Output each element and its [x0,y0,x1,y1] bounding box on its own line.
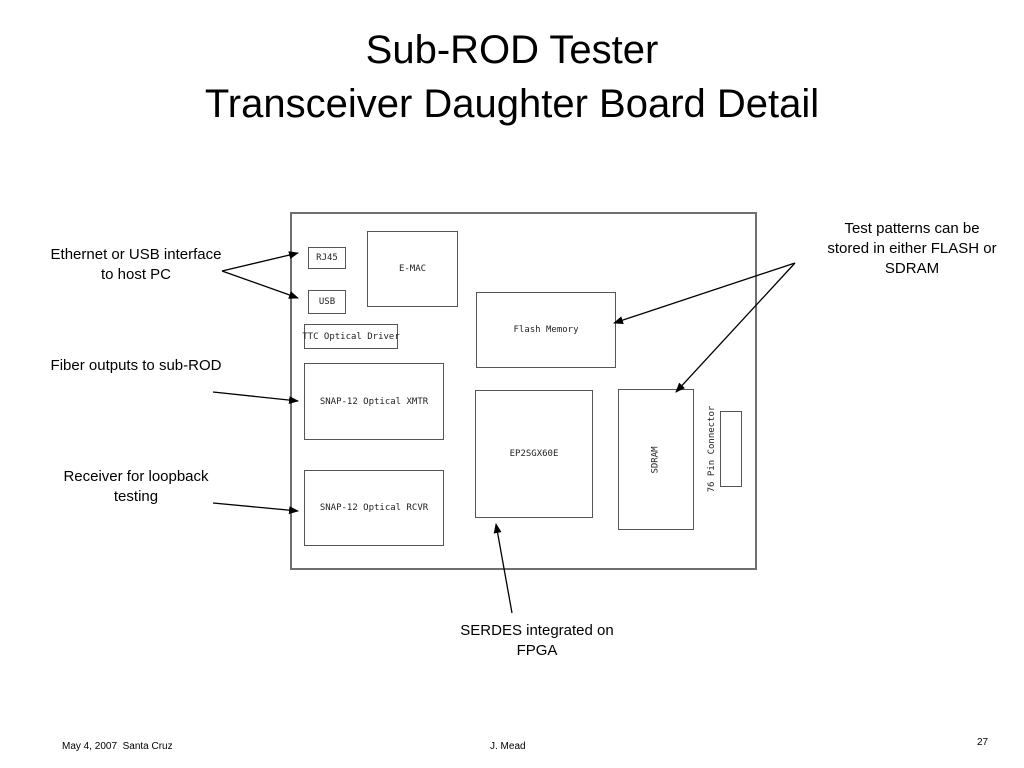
test-patterns-line-2: stored in either FLASH or [827,240,997,257]
xmtr-label: SNAP-12 Optical XMTR [319,396,429,407]
arrow-to-xmtr [212,391,299,405]
serdes-annotation-line-1: SERDES integrated on [460,622,614,639]
arrow-to-rcvr [212,502,299,515]
receiver-annotation-line-2: testing [113,488,159,505]
receiver-annotation-line-1: Receiver for loopback [63,468,209,485]
rj45-connector: RJ45 [308,247,346,269]
test-patterns-annotation: Test patterns can be stored in either FL… [806,219,1018,279]
ttc-optical-driver: TTC Optical Driver [302,324,400,349]
receiver-annotation: Receiver for loopback testing [20,467,252,507]
arrow-to-sdram [675,262,796,393]
flash-label: Flash Memory [513,325,579,335]
arrow-to-usb [221,270,299,299]
slide-title-line-2: Transceiver Daughter Board Detail [204,82,820,126]
fpga-chip: EP2SGX60E [475,390,593,518]
ttc-label: TTC Optical Driver [302,331,400,342]
footer-date-location: May 4, 2007 Santa Cruz [62,741,173,752]
pin-connector [720,411,742,487]
emac-label: E-MAC [398,264,427,274]
arrow-to-rj45 [221,251,299,272]
arrow-to-flash [613,262,796,324]
test-patterns-line-1: Test patterns can be [844,220,980,237]
arrow-to-fpga [493,523,513,614]
fiber-annotation-text: Fiber outputs to sub-ROD [50,357,222,374]
slide-title-line-1: Sub-ROD Tester [365,28,659,72]
test-patterns-line-3: SDRAM [884,260,940,277]
serdes-annotation-line-2: FPGA [516,642,558,659]
flash-memory-chip: Flash Memory [476,292,616,368]
sdram-chip: SDRAM [618,389,694,530]
snap12-rcvr-module: SNAP-12 Optical RCVR [304,470,444,546]
fiber-annotation: Fiber outputs to sub-ROD [20,356,252,376]
fpga-label: EP2SGX60E [509,449,559,459]
serdes-annotation: SERDES integrated on FPGA [427,621,647,661]
emac-chip: E-MAC [367,231,458,307]
ethernet-annotation-line-1: Ethernet or USB interface [50,246,222,263]
usb-connector: USB [308,290,346,314]
snap12-xmtr-module: SNAP-12 Optical XMTR [304,363,444,440]
footer-page-number: 27 [977,737,989,748]
rcvr-label: SNAP-12 Optical RCVR [319,503,429,513]
rj45-label: RJ45 [316,253,338,263]
ethernet-annotation-line-2: to host PC [100,266,172,283]
ethernet-usb-annotation: Ethernet or USB interface to host PC [20,245,252,285]
usb-label: USB [318,297,336,307]
footer-author: J. Mead [490,741,526,752]
